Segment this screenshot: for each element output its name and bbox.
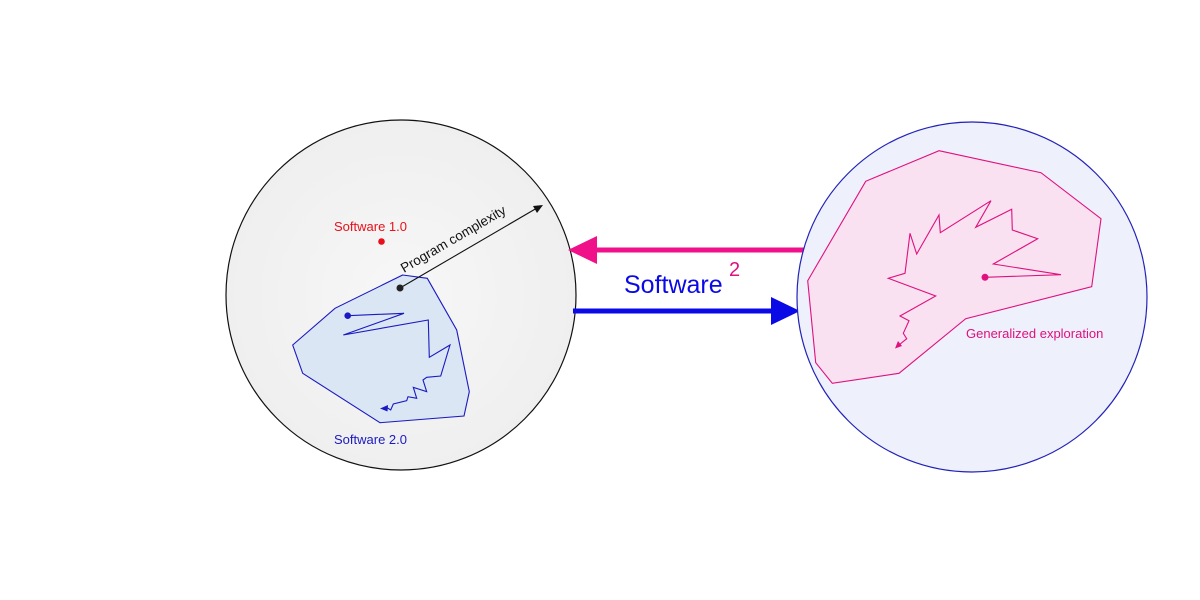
origin-point: [396, 284, 404, 292]
left-circle-group: Software 1.0 Software 2.0 Program comple…: [225, 119, 577, 471]
generalized-start-point: [981, 273, 989, 281]
software-squared-title: Software: [624, 271, 723, 299]
software-2-start-point: [344, 312, 352, 320]
software-squared-superscript: 2: [729, 259, 740, 281]
center-arrows: Software 2: [568, 236, 808, 325]
software-2-path-arrowhead: [380, 405, 388, 412]
software-1-point: [378, 238, 385, 245]
generalized-search-path: [886, 200, 1062, 346]
pink-return-arrowhead: [568, 236, 597, 264]
software-1-label: Software 1.0: [334, 219, 407, 234]
program-complexity-arrowhead: [533, 205, 543, 213]
generalized-exploration-label: Generalized exploration: [966, 326, 1103, 341]
generalized-path-arrowhead: [895, 341, 902, 349]
right-circle-group: Generalized exploration: [796, 121, 1148, 473]
software-2-label: Software 2.0: [334, 432, 407, 447]
program-complexity-axis: [399, 207, 538, 289]
generalized-exploration-region: [807, 150, 1102, 384]
software-2-search-path: [343, 312, 451, 411]
blue-forward-arrowhead: [771, 297, 800, 325]
